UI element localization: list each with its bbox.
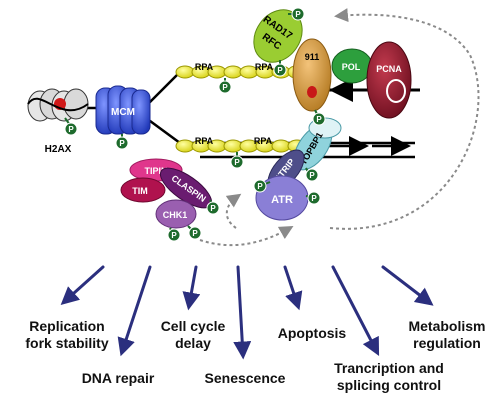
chk1-label: CHK1: [163, 210, 188, 220]
svg-text:P: P: [171, 231, 177, 240]
pol-label: POL: [342, 62, 361, 72]
rpa-label-1: RPA: [195, 62, 214, 72]
rpa-chain-lower: RPA RPA: [175, 136, 307, 153]
pcna-ring: PCNA: [366, 41, 412, 119]
arrow-dna-repair: [117, 265, 152, 357]
phospho-claspin: P: [206, 199, 220, 215]
arrow-metabolism: [381, 265, 434, 306]
svg-text:P: P: [295, 10, 301, 19]
svg-text:P: P: [210, 204, 216, 213]
arrow-transcription: [331, 265, 380, 356]
svg-text:P: P: [316, 115, 322, 124]
phospho-chk1-left: P: [167, 227, 181, 242]
chk1: CHK1: [155, 199, 197, 229]
svg-text:P: P: [119, 139, 125, 148]
phospho-chk1-right: P: [187, 225, 202, 240]
pcna-label: PCNA: [376, 64, 402, 74]
tipin-label: TIPIN: [144, 166, 167, 176]
phospho-markers: P P P P P P P: [64, 7, 326, 242]
h2ax-label: H2AX: [45, 144, 72, 155]
svg-text:P: P: [277, 66, 283, 75]
phospho-rpa-lower: P: [230, 152, 244, 169]
atr: ATR: [255, 175, 309, 221]
phospho-atr: P: [305, 191, 321, 205]
pol-complex: POL: [331, 48, 373, 84]
tim: TIM: [120, 177, 166, 203]
phospho-rad17: P: [288, 7, 305, 21]
arrow-senescence: [233, 265, 252, 360]
phospho-911: P: [312, 109, 326, 126]
rpa-label-2: RPA: [255, 62, 274, 72]
outcome-cell-cycle: Cell cycle delay: [160, 318, 226, 351]
outcome-replication: Replication fork stability: [25, 318, 109, 351]
arrow-apoptosis: [283, 265, 303, 311]
phospho-mcm: P: [115, 134, 129, 150]
tim-label: TIM: [132, 186, 148, 196]
outcome-dna-repair: DNA repair: [81, 370, 155, 386]
outcome-apoptosis: Apoptosis: [277, 325, 347, 341]
outcome-transcription: Trancription and splicing control: [334, 360, 444, 393]
svg-text:P: P: [234, 158, 240, 167]
rpa-chain-upper: RPA RPA: [175, 62, 305, 79]
svg-text:P: P: [309, 171, 315, 180]
rpa-label-3: RPA: [195, 136, 214, 146]
phospho-h2ax: P: [64, 117, 78, 136]
arrow-cell-cycle: [182, 265, 201, 311]
phospho-atrip: P: [253, 179, 271, 193]
mcm-label: MCM: [111, 107, 135, 118]
feedback-arrows: [199, 8, 480, 247]
phospho-rfc: P: [273, 60, 287, 77]
rpa-label-4: RPA: [254, 136, 273, 146]
svg-text:P: P: [192, 229, 198, 238]
outcome-metabolism: Metabolism regulation: [408, 318, 486, 351]
mcm-complex: MCM: [95, 85, 151, 135]
outcome-senescence: Senescence: [204, 370, 286, 386]
atr-label: ATR: [271, 194, 293, 206]
phospho-rpa-upper: P: [218, 78, 232, 94]
nucleosome-icon: [27, 88, 89, 122]
ring-911: 911: [292, 38, 332, 112]
ring-911-label: 911: [305, 52, 320, 62]
svg-text:P: P: [257, 182, 263, 191]
phospho-topbp1: P: [305, 167, 319, 182]
arrow-replication: [60, 265, 105, 306]
svg-text:P: P: [311, 194, 317, 203]
svg-text:P: P: [68, 125, 74, 134]
svg-text:P: P: [222, 83, 228, 92]
outcome-arrows: [60, 265, 434, 360]
